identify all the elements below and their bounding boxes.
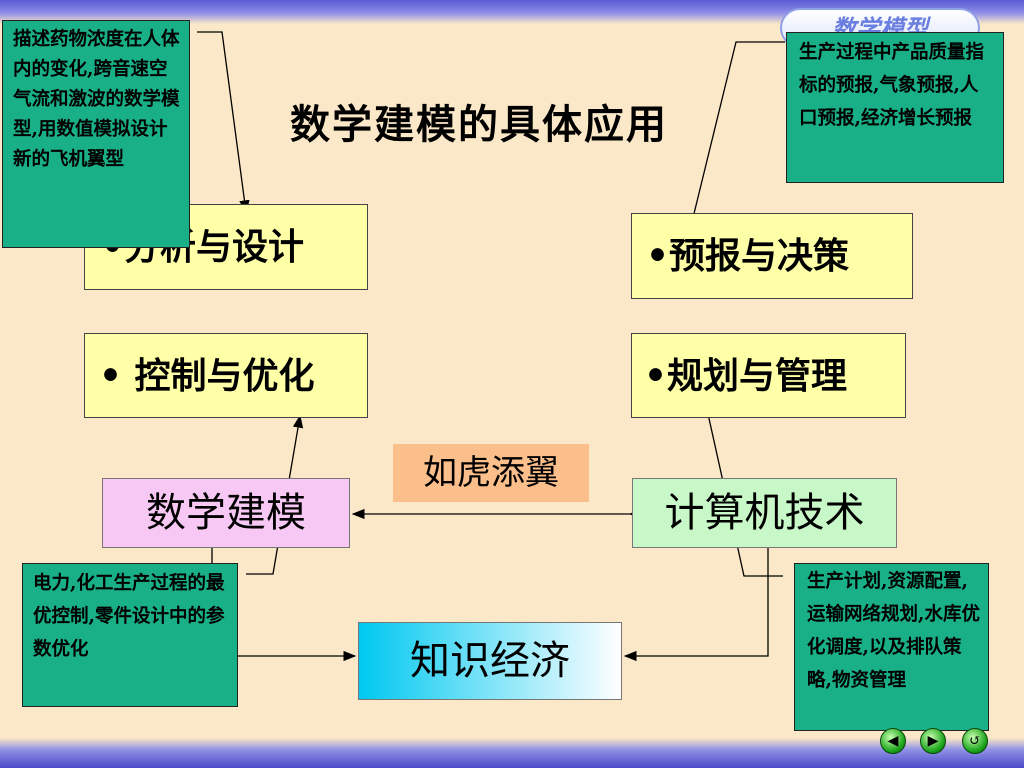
prev-slide-button[interactable]: ◀	[880, 728, 906, 754]
line-computer-knowledge	[623, 548, 769, 662]
next-slide-button[interactable]: ▶	[920, 728, 946, 754]
line-note-forecast	[687, 41, 785, 232]
note-analysis-design: 描述药物浓度在人体内的变化,跨音速空气流和激波的数学模型,用数值模拟设计新的飞机…	[2, 20, 190, 248]
box-planning-management: •规划与管理	[631, 333, 906, 418]
box-math-modeling: 数学建模	[102, 478, 350, 548]
line-note-planning	[697, 376, 783, 577]
line-note-analysis	[197, 31, 250, 214]
return-button[interactable]: ↺	[962, 728, 988, 754]
note-control-optimization: 电力,化工生产过程的最优控制,零件设计中的参数优化	[22, 563, 238, 707]
slide-title: 数学建模的具体应用	[290, 101, 668, 148]
note-planning-management: 生产计划,资源配置,运输网络规划,水库优化调度,以及排队策略,物资管理	[794, 563, 989, 731]
bottom-decoration-band	[0, 738, 1024, 768]
box-knowledge-economy: 知识经济	[358, 622, 622, 700]
box-forecast-decision: •预报与决策	[631, 213, 913, 299]
line-note-control	[246, 414, 304, 575]
note-forecast-decision: 生产过程中产品质量指标的预报,气象预报,人口预报,经济增长预报	[786, 32, 1004, 183]
idiom-label: 如虎添翼	[393, 444, 589, 502]
box-computer-technology: 计算机技术	[632, 478, 897, 548]
box-control-optimization: • 控制与优化	[84, 333, 368, 418]
